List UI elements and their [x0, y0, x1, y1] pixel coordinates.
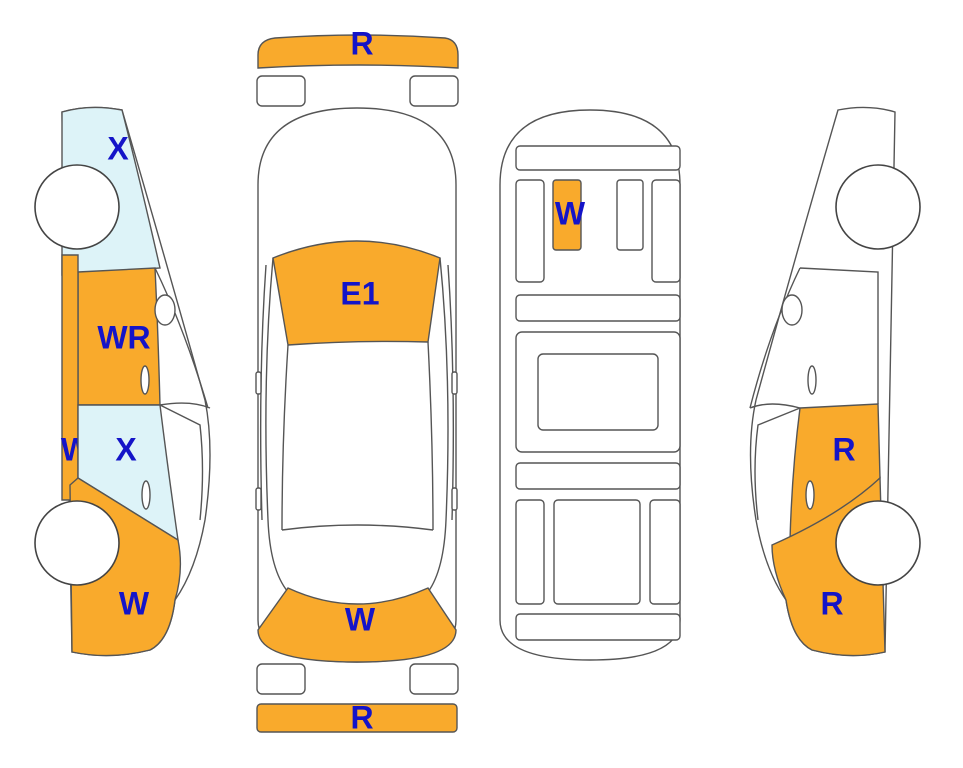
right-rear-wheel — [835, 500, 921, 586]
hood-label: E1 — [340, 275, 379, 311]
right-rear-door-label: R — [832, 431, 855, 467]
top-view-body — [257, 107, 457, 663]
right-rear-handle-side — [805, 480, 815, 510]
right-rear-handle — [451, 487, 458, 511]
interior-right-rear-seat — [649, 499, 681, 605]
front-left-headlight — [256, 75, 306, 107]
rear-bumper-panel[interactable] — [256, 703, 458, 733]
roof-panel[interactable] — [552, 179, 582, 251]
left-rear-handle — [255, 487, 262, 511]
trunk-panel[interactable] — [257, 587, 457, 663]
left-rear-door-label: X — [115, 431, 137, 467]
interior-rear-bottom-bar — [515, 613, 681, 641]
left-front-wheel — [34, 164, 120, 250]
right-mirror — [451, 371, 458, 395]
left-rear-quarter-label: W — [119, 585, 150, 621]
top-view-cabin — [281, 341, 434, 531]
interior-rear-center — [553, 499, 641, 605]
rear-bumper-label: R — [350, 699, 373, 735]
right-mirror-side — [781, 294, 803, 326]
right-rear-quarter-label: R — [820, 585, 843, 621]
rear-left-taillight — [256, 663, 306, 695]
interior-right-front-seat — [651, 179, 681, 283]
roof-panel-label: W — [555, 195, 586, 231]
right-front-wheel — [835, 164, 921, 250]
interior-center-strip — [616, 179, 644, 251]
left-window-line — [154, 267, 211, 521]
front-bumper-label: R — [350, 25, 373, 61]
left-front-handle — [140, 365, 150, 395]
trunk-label: W — [345, 601, 376, 637]
right-window-line — [749, 267, 879, 521]
interior-rear-bar — [515, 462, 681, 490]
interior-mid-bar — [515, 294, 681, 322]
left-front-door-label: WR — [97, 319, 150, 355]
rear-right-taillight — [409, 663, 459, 695]
interior-front-bar — [515, 145, 681, 171]
left-front-fender-label: X — [107, 130, 129, 166]
left-mirror-side — [154, 294, 176, 326]
front-right-headlight — [409, 75, 459, 107]
left-mirror — [255, 371, 262, 395]
front-bumper-panel[interactable] — [257, 34, 459, 69]
left-rear-wheel — [34, 500, 120, 586]
right-front-handle — [807, 365, 817, 395]
left-rear-handle-side — [141, 480, 151, 510]
interior-sunroof — [537, 353, 659, 431]
interior-left-front-seat — [515, 179, 545, 283]
interior-left-rear-seat — [515, 499, 545, 605]
